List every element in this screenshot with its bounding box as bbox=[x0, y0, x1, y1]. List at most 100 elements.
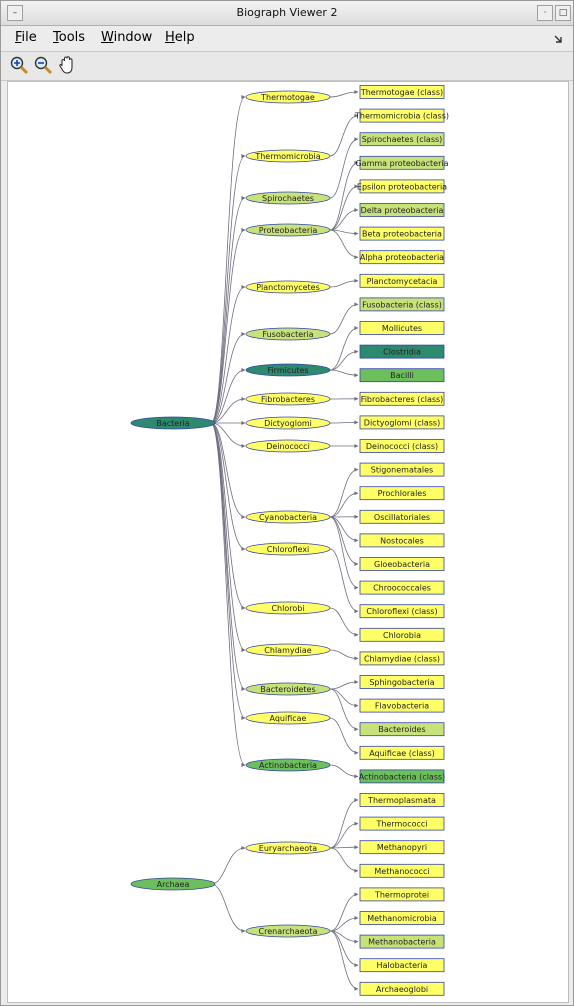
minimize-button[interactable]: · bbox=[537, 5, 553, 21]
class-node-thermomicrobia-class[interactable]: Thermomicrobia (class) bbox=[354, 108, 449, 123]
node-fusobacteria-shape bbox=[245, 327, 331, 341]
node-firmicutes[interactable]: Firmicutes bbox=[245, 363, 331, 377]
class-node-methanomicrobia[interactable]: Methanomicrobia bbox=[359, 911, 445, 925]
class-node-beta-proteobacteria-shape bbox=[359, 226, 445, 241]
class-node-mollicutes[interactable]: Mollicutes bbox=[359, 321, 445, 335]
class-node-flavobacteria[interactable]: Flavobacteria bbox=[359, 698, 445, 713]
node-fibrobacteres[interactable]: Fibrobacteres bbox=[245, 392, 331, 406]
class-node-dictyoglomi-class[interactable]: Dictyoglomi (class) bbox=[359, 415, 445, 430]
class-node-methanococci[interactable]: Methanococci bbox=[359, 863, 445, 878]
maximize-button[interactable]: □ bbox=[555, 5, 571, 21]
class-node-thermococci[interactable]: Thermococci bbox=[359, 816, 445, 831]
class-node-chlamydiae-class[interactable]: Chlamydiae (class) bbox=[359, 651, 445, 666]
class-node-clostridia-label: Clostridia bbox=[383, 348, 421, 357]
class-node-prochlorales-shape bbox=[359, 486, 445, 501]
dock-arrow-icon[interactable] bbox=[553, 34, 563, 44]
node-archaea-label: Archaea bbox=[157, 880, 190, 889]
node-dictyoglomi-shape bbox=[245, 416, 331, 430]
menu-window[interactable]: Window bbox=[101, 30, 152, 45]
class-node-chloroflexi-class[interactable]: Chloroflexi (class) bbox=[359, 604, 445, 619]
class-node-chroococcales[interactable]: Chroococcales bbox=[359, 580, 445, 595]
class-node-planctomycetacia[interactable]: Planctomycetacia bbox=[359, 273, 445, 288]
class-node-stigonematales[interactable]: Stigonematales bbox=[359, 462, 445, 477]
class-node-halobacteria[interactable]: Halobacteria bbox=[359, 958, 445, 973]
class-node-methanopyri[interactable]: Methanopyri bbox=[359, 840, 445, 855]
class-node-delta-proteobacteria[interactable]: Delta proteobacteria bbox=[359, 203, 445, 217]
node-chlorobi[interactable]: Chlorobi bbox=[245, 601, 331, 615]
class-node-alpha-proteobacteria[interactable]: Alpha proteobacteria bbox=[359, 250, 445, 265]
node-actinobacteria-label: Actinobacteria bbox=[259, 761, 317, 770]
edge-thermotogae-class bbox=[329, 90, 359, 98]
class-node-deinococci-class[interactable]: Deinococci (class) bbox=[359, 439, 445, 453]
menu-file-label: ile bbox=[21, 30, 37, 45]
edge-bacteria-firmicutes bbox=[210, 368, 246, 424]
class-node-alpha-proteobacteria-label: Alpha proteobacteria bbox=[360, 253, 444, 262]
class-node-bacteroides-shape bbox=[359, 722, 445, 737]
class-node-actinobacteria-class[interactable]: Actinobacteria (class) bbox=[359, 769, 446, 784]
class-node-thermoplasmata[interactable]: Thermoplasmata bbox=[359, 793, 445, 807]
class-node-aquificae-class[interactable]: Aquificae (class) bbox=[359, 745, 445, 760]
menu-help[interactable]: Help bbox=[165, 30, 195, 45]
class-node-gamma-proteobacteria-shape bbox=[359, 155, 445, 170]
zoom-out-icon[interactable] bbox=[33, 55, 53, 75]
class-node-methanobacteria[interactable]: Methanobacteria bbox=[359, 934, 445, 949]
node-actinobacteria[interactable]: Actinobacteria bbox=[245, 758, 331, 772]
class-node-gloeobacteria[interactable]: Gloeobacteria bbox=[359, 557, 445, 571]
edge-firmicutes-class bbox=[329, 349, 359, 371]
class-node-chroococcales-shape bbox=[359, 580, 445, 595]
class-node-sphingobacteria[interactable]: Sphingobacteria bbox=[359, 675, 445, 689]
node-chlamydiae[interactable]: Chlamydiae bbox=[245, 643, 331, 657]
title-bar[interactable]: – Biograph Viewer 2 · □ bbox=[1, 1, 573, 26]
node-aquificae[interactable]: Aquificae bbox=[245, 711, 331, 725]
node-cyanobacteria[interactable]: Cyanobacteria bbox=[245, 510, 331, 524]
zoom-in-icon[interactable] bbox=[9, 55, 29, 75]
class-node-methanobacteria-label: Methanobacteria bbox=[368, 938, 436, 947]
class-node-gloeobacteria-shape bbox=[359, 557, 445, 571]
node-spirochaetes[interactable]: Spirochaetes bbox=[245, 191, 331, 205]
node-chloroflexi[interactable]: Chloroflexi bbox=[245, 542, 331, 556]
node-deinococci[interactable]: Deinococci bbox=[245, 439, 331, 453]
class-node-fibrobacteres-class[interactable]: Fibrobacteres (class) bbox=[359, 391, 445, 406]
class-node-oscillatoriales[interactable]: Oscillatoriales bbox=[359, 509, 445, 524]
class-node-prochlorales[interactable]: Prochlorales bbox=[359, 486, 445, 501]
node-planctomycetes-shape bbox=[245, 280, 331, 294]
class-node-thermomicrobia-class-shape bbox=[359, 108, 445, 123]
class-node-fusobacteria-class[interactable]: Fusobacteria (class) bbox=[359, 297, 445, 312]
class-node-bacteroides[interactable]: Bacteroides bbox=[359, 722, 445, 737]
class-node-fibrobacteres-class-label: Fibrobacteres (class) bbox=[361, 395, 444, 404]
node-thermomicrobia[interactable]: Thermomicrobia bbox=[245, 149, 331, 163]
class-node-gamma-proteobacteria[interactable]: Gamma proteobacteria bbox=[355, 155, 449, 170]
class-node-thermoprotei[interactable]: Thermoprotei bbox=[359, 887, 445, 902]
pan-hand-icon[interactable] bbox=[57, 55, 77, 75]
node-spirochaetes-label: Spirochaetes bbox=[262, 194, 314, 203]
class-node-thermotogae-class[interactable]: Thermotogae (class) bbox=[359, 85, 445, 99]
node-euryarchaeota[interactable]: Euryarchaeota bbox=[245, 841, 331, 855]
node-crenarchaeota[interactable]: Crenarchaeota bbox=[245, 924, 331, 938]
window-menu-button[interactable]: – bbox=[7, 5, 23, 21]
class-node-archaeoglobi[interactable]: Archaeoglobi bbox=[359, 981, 445, 996]
node-archaea[interactable]: Archaea bbox=[130, 877, 216, 891]
node-dictyoglomi[interactable]: Dictyoglomi bbox=[245, 416, 331, 430]
class-node-nostocales[interactable]: Nostocales bbox=[359, 533, 445, 548]
class-node-spirochaetes-class[interactable]: Spirochaetes (class) bbox=[359, 132, 445, 147]
class-node-mollicutes-label: Mollicutes bbox=[382, 324, 422, 333]
node-fusobacteria[interactable]: Fusobacteria bbox=[245, 327, 331, 341]
class-node-clostridia[interactable]: Clostridia bbox=[359, 344, 445, 359]
node-bacteroidetes[interactable]: Bacteroidetes bbox=[245, 682, 331, 696]
class-node-chlorobia[interactable]: Chlorobia bbox=[359, 627, 445, 642]
edge-crenarchaeota-class bbox=[329, 892, 359, 932]
class-node-beta-proteobacteria-label: Beta proteobacteria bbox=[362, 230, 442, 239]
node-planctomycetes[interactable]: Planctomycetes bbox=[245, 280, 331, 294]
menu-file[interactable]: File bbox=[15, 30, 37, 45]
edge-crenarchaeota-class bbox=[329, 930, 359, 968]
menu-tools[interactable]: Tools bbox=[53, 30, 85, 45]
class-node-dictyoglomi-class-shape bbox=[359, 415, 445, 430]
class-node-epsilon-proteobacteria[interactable]: Epsilon proteobacteria bbox=[357, 179, 447, 194]
edge-bacteria-actinobacteria bbox=[210, 422, 246, 767]
node-thermotogae[interactable]: Thermotogae bbox=[245, 90, 331, 104]
class-node-bacilli[interactable]: Bacilli bbox=[359, 368, 445, 383]
class-node-beta-proteobacteria[interactable]: Beta proteobacteria bbox=[359, 226, 445, 241]
node-proteobacteria[interactable]: Proteobacteria bbox=[245, 223, 331, 237]
node-bacteria[interactable]: Bacteria bbox=[130, 416, 216, 430]
